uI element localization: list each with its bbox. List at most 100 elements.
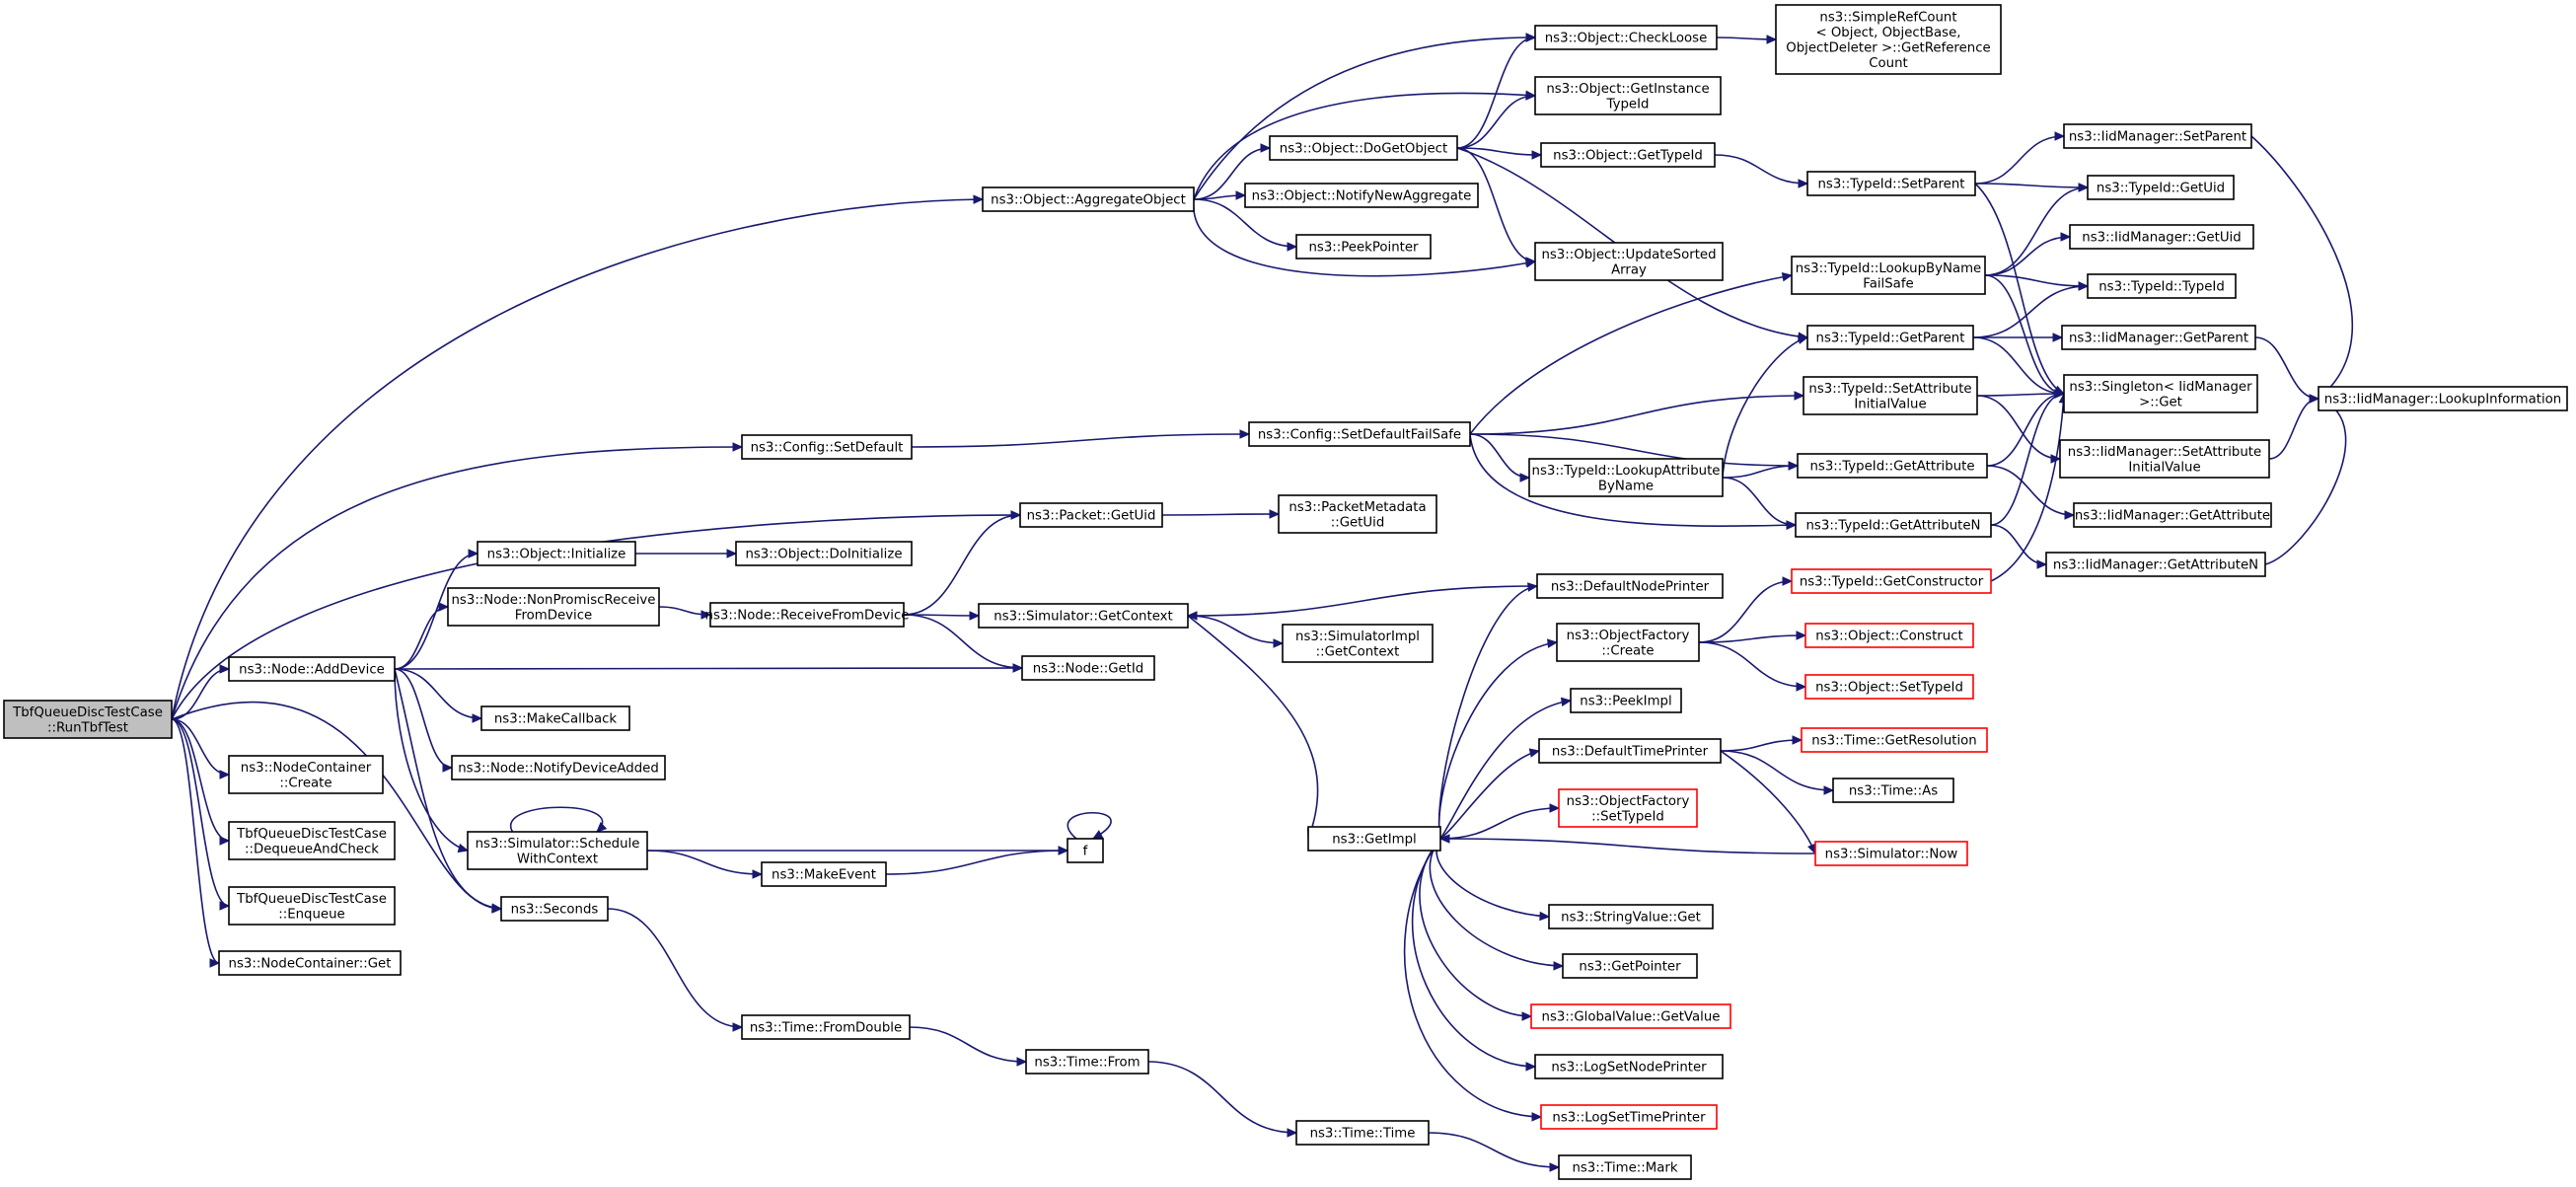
graph-node-tid-getconstructor[interactable]: ns3::TypeId::GetConstructor xyxy=(1791,568,1992,594)
graph-node-nc-get[interactable]: ns3::NodeContainer::Get xyxy=(218,950,402,976)
graph-node-obj-doinit[interactable]: ns3::Object::DoInitialize xyxy=(735,541,913,566)
graph-node-defaulttimeprinter[interactable]: ns3::DefaultTimePrinter xyxy=(1538,738,1722,764)
node-label: ns3::ObjectFactory xyxy=(1567,794,1690,809)
graph-node-doget[interactable]: ns3::Object::DoGetObject xyxy=(1269,135,1458,161)
call-edge xyxy=(1972,285,2089,338)
call-edge xyxy=(1193,37,1536,200)
graph-node-tid-setparent[interactable]: ns3::TypeId::SetParent xyxy=(1806,171,1976,196)
graph-node-simimpl-getcontext[interactable]: ns3::SimulatorImpl::GetContext xyxy=(1282,624,1434,663)
graph-node-nc-create[interactable]: ns3::NodeContainer::Create xyxy=(228,755,384,794)
node-label: ns3::Object::CheckLoose xyxy=(1545,32,1708,46)
node-label: ns3::Time::As xyxy=(1849,784,1938,799)
node-box xyxy=(2045,552,2266,577)
node-label: ns3::Object::UpdateSorted xyxy=(1541,248,1716,262)
graph-node-sim-getcontext[interactable]: ns3::Simulator::GetContext xyxy=(978,603,1189,629)
edge-arrowhead xyxy=(1786,520,1798,530)
graph-node-notifydeviceadded[interactable]: ns3::Node::NotifyDeviceAdded xyxy=(451,755,666,780)
graph-node-gettypeid[interactable]: ns3::Object::GetTypeId xyxy=(1540,142,1716,168)
call-edge xyxy=(1720,739,1803,752)
call-edge xyxy=(2268,398,2319,460)
graph-node-simpleref[interactable]: ns3::SimpleRefCount< Object, ObjectBase,… xyxy=(1775,4,2002,75)
edge-arrowhead xyxy=(438,602,450,612)
graph-node-globalvalue-get[interactable]: ns3::GlobalValue::GetValue xyxy=(1530,1003,1731,1029)
graph-node-iid-lookupinfo[interactable]: ns3::IidManager::LookupInformation xyxy=(2318,386,2568,411)
call-edge xyxy=(1469,395,1804,435)
graph-node-dequeue-check[interactable]: TbfQueueDiscTestCase::DequeueAndCheck xyxy=(228,821,396,860)
graph-node-tid-getattr[interactable]: ns3::TypeId::GetAttribute xyxy=(1797,453,1988,479)
graph-node-root[interactable]: TbfQueueDiscTestCase::RunTbfTest xyxy=(3,700,173,739)
graph-node-notifynewagg[interactable]: ns3::Object::NotifyNewAggregate xyxy=(1244,183,1479,208)
graph-node-f[interactable]: f xyxy=(1067,838,1104,863)
graph-node-peekpointer[interactable]: ns3::PeekPointer xyxy=(1295,234,1432,260)
call-edge xyxy=(2250,135,2353,400)
node-label: ns3::Object::Construct xyxy=(1815,630,1962,644)
graph-node-objfactory-create[interactable]: ns3::ObjectFactory::Create xyxy=(1556,623,1700,662)
graph-node-tid-typeid[interactable]: ns3::TypeId::TypeId xyxy=(2087,273,2237,299)
graph-node-enqueue[interactable]: TbfQueueDiscTestCase::Enqueue xyxy=(228,886,396,926)
graph-node-recvfromdev[interactable]: ns3::Node::ReceiveFromDevice xyxy=(705,602,910,628)
graph-node-getpointer[interactable]: ns3::GetPointer xyxy=(1562,953,1698,979)
graph-node-node-getid[interactable]: ns3::Node::GetId xyxy=(1021,655,1155,681)
graph-node-node-adddevice[interactable]: ns3::Node::AddDevice xyxy=(228,656,396,682)
call-edge xyxy=(1976,395,2061,460)
graph-node-stringvalue-get[interactable]: ns3::StringValue::Get xyxy=(1548,904,1714,929)
graph-node-config-failsafe[interactable]: ns3::Config::SetDefaultFailSafe xyxy=(1248,421,1471,447)
graph-node-config-setdefault[interactable]: ns3::Config::SetDefault xyxy=(741,434,913,460)
graph-node-singleton[interactable]: ns3::Singleton< IidManager>::Get xyxy=(2063,374,2258,413)
graph-node-logtimeprinter[interactable]: ns3::LogSetTimePrinter xyxy=(1540,1104,1718,1130)
graph-node-objfactory-settypeid[interactable]: ns3::ObjectFactory::SetTypeId xyxy=(1558,788,1698,828)
graph-node-tid-getuid[interactable]: ns3::TypeId::GetUid xyxy=(2087,175,2235,200)
graph-node-time-time[interactable]: ns3::Time::Time xyxy=(1295,1120,1430,1146)
graph-node-tid-getattrn[interactable]: ns3::TypeId::GetAttributeN xyxy=(1795,512,1992,538)
edge-arrowhead xyxy=(2064,510,2076,520)
graph-node-obj-settypeid[interactable]: ns3::Object::SetTypeId xyxy=(1804,674,1974,700)
node-label: ns3::Config::SetDefaultFailSafe xyxy=(1258,428,1461,443)
graph-node-packet-getuid[interactable]: ns3::Packet::GetUid xyxy=(1019,502,1163,528)
node-box xyxy=(228,755,384,794)
graph-node-peekimpl[interactable]: ns3::PeekImpl xyxy=(1570,688,1682,713)
graph-node-time-as[interactable]: ns3::Time::As xyxy=(1832,778,1954,803)
node-box xyxy=(735,541,913,566)
node-label: ::DequeueAndCheck xyxy=(245,842,379,856)
graph-node-checkloose[interactable]: ns3::Object::CheckLoose xyxy=(1534,25,1718,50)
node-box xyxy=(1791,568,1992,594)
graph-node-time-fromdouble[interactable]: ns3::Time::FromDouble xyxy=(741,1014,911,1040)
graph-node-sim-now[interactable]: ns3::Simulator::Now xyxy=(1814,841,1968,866)
graph-node-seconds[interactable]: ns3::Seconds xyxy=(500,896,609,922)
graph-node-iid-getuid[interactable]: ns3::IidManager::GetUid xyxy=(2069,224,2254,250)
graph-node-iid-setparent[interactable]: ns3::IidManager::SetParent xyxy=(2063,123,2252,149)
graph-node-lognodeprinter[interactable]: ns3::LogSetNodePrinter xyxy=(1534,1054,1724,1079)
node-label: ns3::IidManager::SetParent xyxy=(2069,130,2246,145)
graph-node-obj-construct[interactable]: ns3::Object::Construct xyxy=(1804,623,1974,648)
graph-node-defaultnodeprinter[interactable]: ns3::DefaultNodePrinter xyxy=(1536,573,1724,599)
graph-node-tid-getparent[interactable]: ns3::TypeId::GetParent xyxy=(1806,325,1974,350)
node-label: ::SetTypeId xyxy=(1591,809,1664,824)
graph-node-makecallback[interactable]: ns3::MakeCallback xyxy=(480,705,630,731)
node-label: ns3::TypeId::GetParent xyxy=(1816,332,1965,346)
graph-node-iid-getattrn[interactable]: ns3::IidManager::GetAttributeN xyxy=(2045,552,2266,577)
graph-node-iid-getattr[interactable]: ns3::IidManager::GetAttribute xyxy=(2073,502,2272,528)
node-box xyxy=(2318,386,2568,411)
graph-node-obj-init[interactable]: ns3::Object::Initialize xyxy=(477,541,636,566)
graph-node-pktmeta-getuid[interactable]: ns3::PacketMetadata::GetUid xyxy=(1278,494,1437,534)
edge-arrowhead xyxy=(472,713,483,723)
graph-node-iid-getparent[interactable]: ns3::IidManager::GetParent xyxy=(2061,325,2256,350)
graph-node-iid-setattrinit[interactable]: ns3::IidManager::SetAttributeInitialValu… xyxy=(2059,439,2270,479)
edge-arrowhead xyxy=(2036,559,2048,569)
graph-node-time-mark[interactable]: ns3::Time::Mark xyxy=(1558,1154,1692,1180)
call-edge xyxy=(1984,236,2071,276)
graph-node-time-getresolution[interactable]: ns3::Time::GetResolution xyxy=(1801,727,1988,753)
node-box xyxy=(500,896,609,922)
graph-node-aggregate[interactable]: ns3::Object::AggregateObject xyxy=(982,186,1195,212)
graph-node-getimpl[interactable]: ns3::GetImpl xyxy=(1307,826,1441,852)
graph-node-makeevent[interactable]: ns3::MakeEvent xyxy=(761,861,887,887)
graph-node-time-from[interactable]: ns3::Time::From xyxy=(1025,1049,1149,1075)
call-edge xyxy=(1439,807,1560,840)
